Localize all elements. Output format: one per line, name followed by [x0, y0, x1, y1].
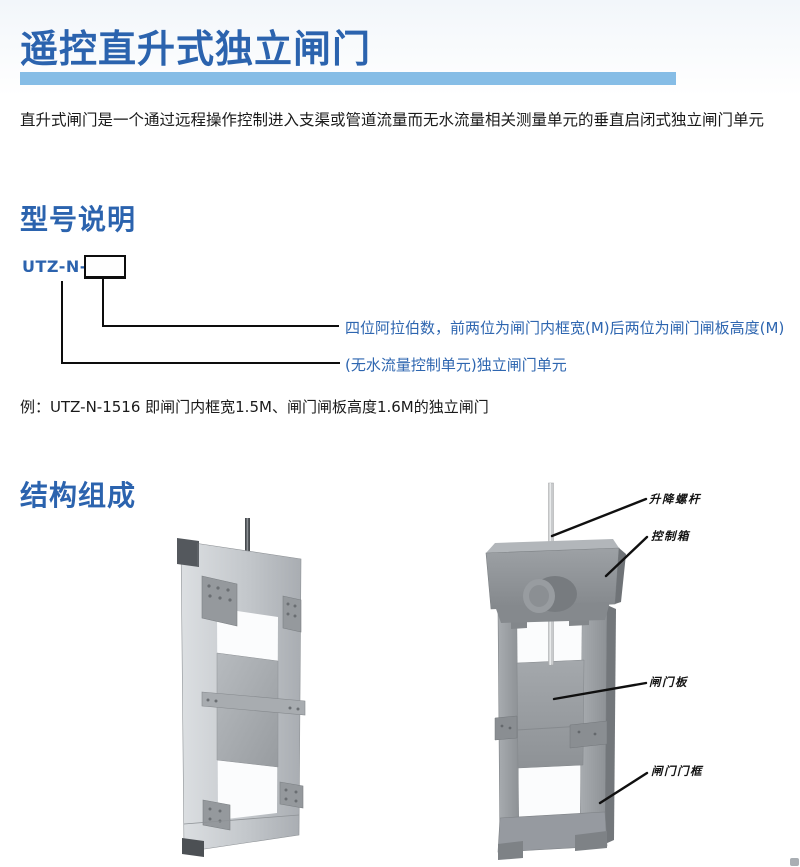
connector-line-digits-horizontal — [102, 325, 339, 327]
callout-label-gate-frame: 闸门门框 — [651, 764, 703, 778]
model-callout-digits: 四位阿拉伯数，前两位为闸门内框宽(M)后两位为闸门闸板高度(M) — [345, 319, 785, 337]
model-prefix-text: UTZ-N-- — [22, 257, 95, 276]
page-title: 遥控直升式独立闸门 — [20, 27, 372, 71]
model-digit-box — [84, 255, 126, 279]
section-heading-structure: 结构组成 — [20, 479, 137, 512]
callout-label-lifting-screw: 升降螺杆 — [649, 492, 701, 506]
callout-label-gate-plate: 闸门板 — [649, 675, 688, 689]
connector-line-unit-horizontal — [61, 362, 340, 364]
gate-photo-left — [177, 518, 306, 857]
gate-render-right — [485, 482, 626, 860]
model-callout-unit: (无水流量控制单元)独立闸门单元 — [345, 356, 567, 374]
callout-label-control-box: 控制箱 — [651, 529, 690, 543]
section-heading-model: 型号说明 — [20, 203, 137, 236]
right-gate-plate — [516, 659, 585, 769]
watermark-fragment — [790, 858, 799, 866]
connector-line-digits-vertical — [102, 279, 104, 327]
product-description: 直升式闸门是一个通过远程操作控制进入支渠或管道流量而无水流量相关测量单元的垂直启… — [20, 111, 765, 129]
model-example: 例：UTZ-N-1516 即闸门内框宽1.5M、闸门闸板高度1.6M的独立闸门 — [20, 398, 489, 416]
control-box-top — [486, 539, 619, 553]
title-underline-bar — [20, 72, 676, 85]
connector-line-unit-vertical — [61, 281, 63, 364]
